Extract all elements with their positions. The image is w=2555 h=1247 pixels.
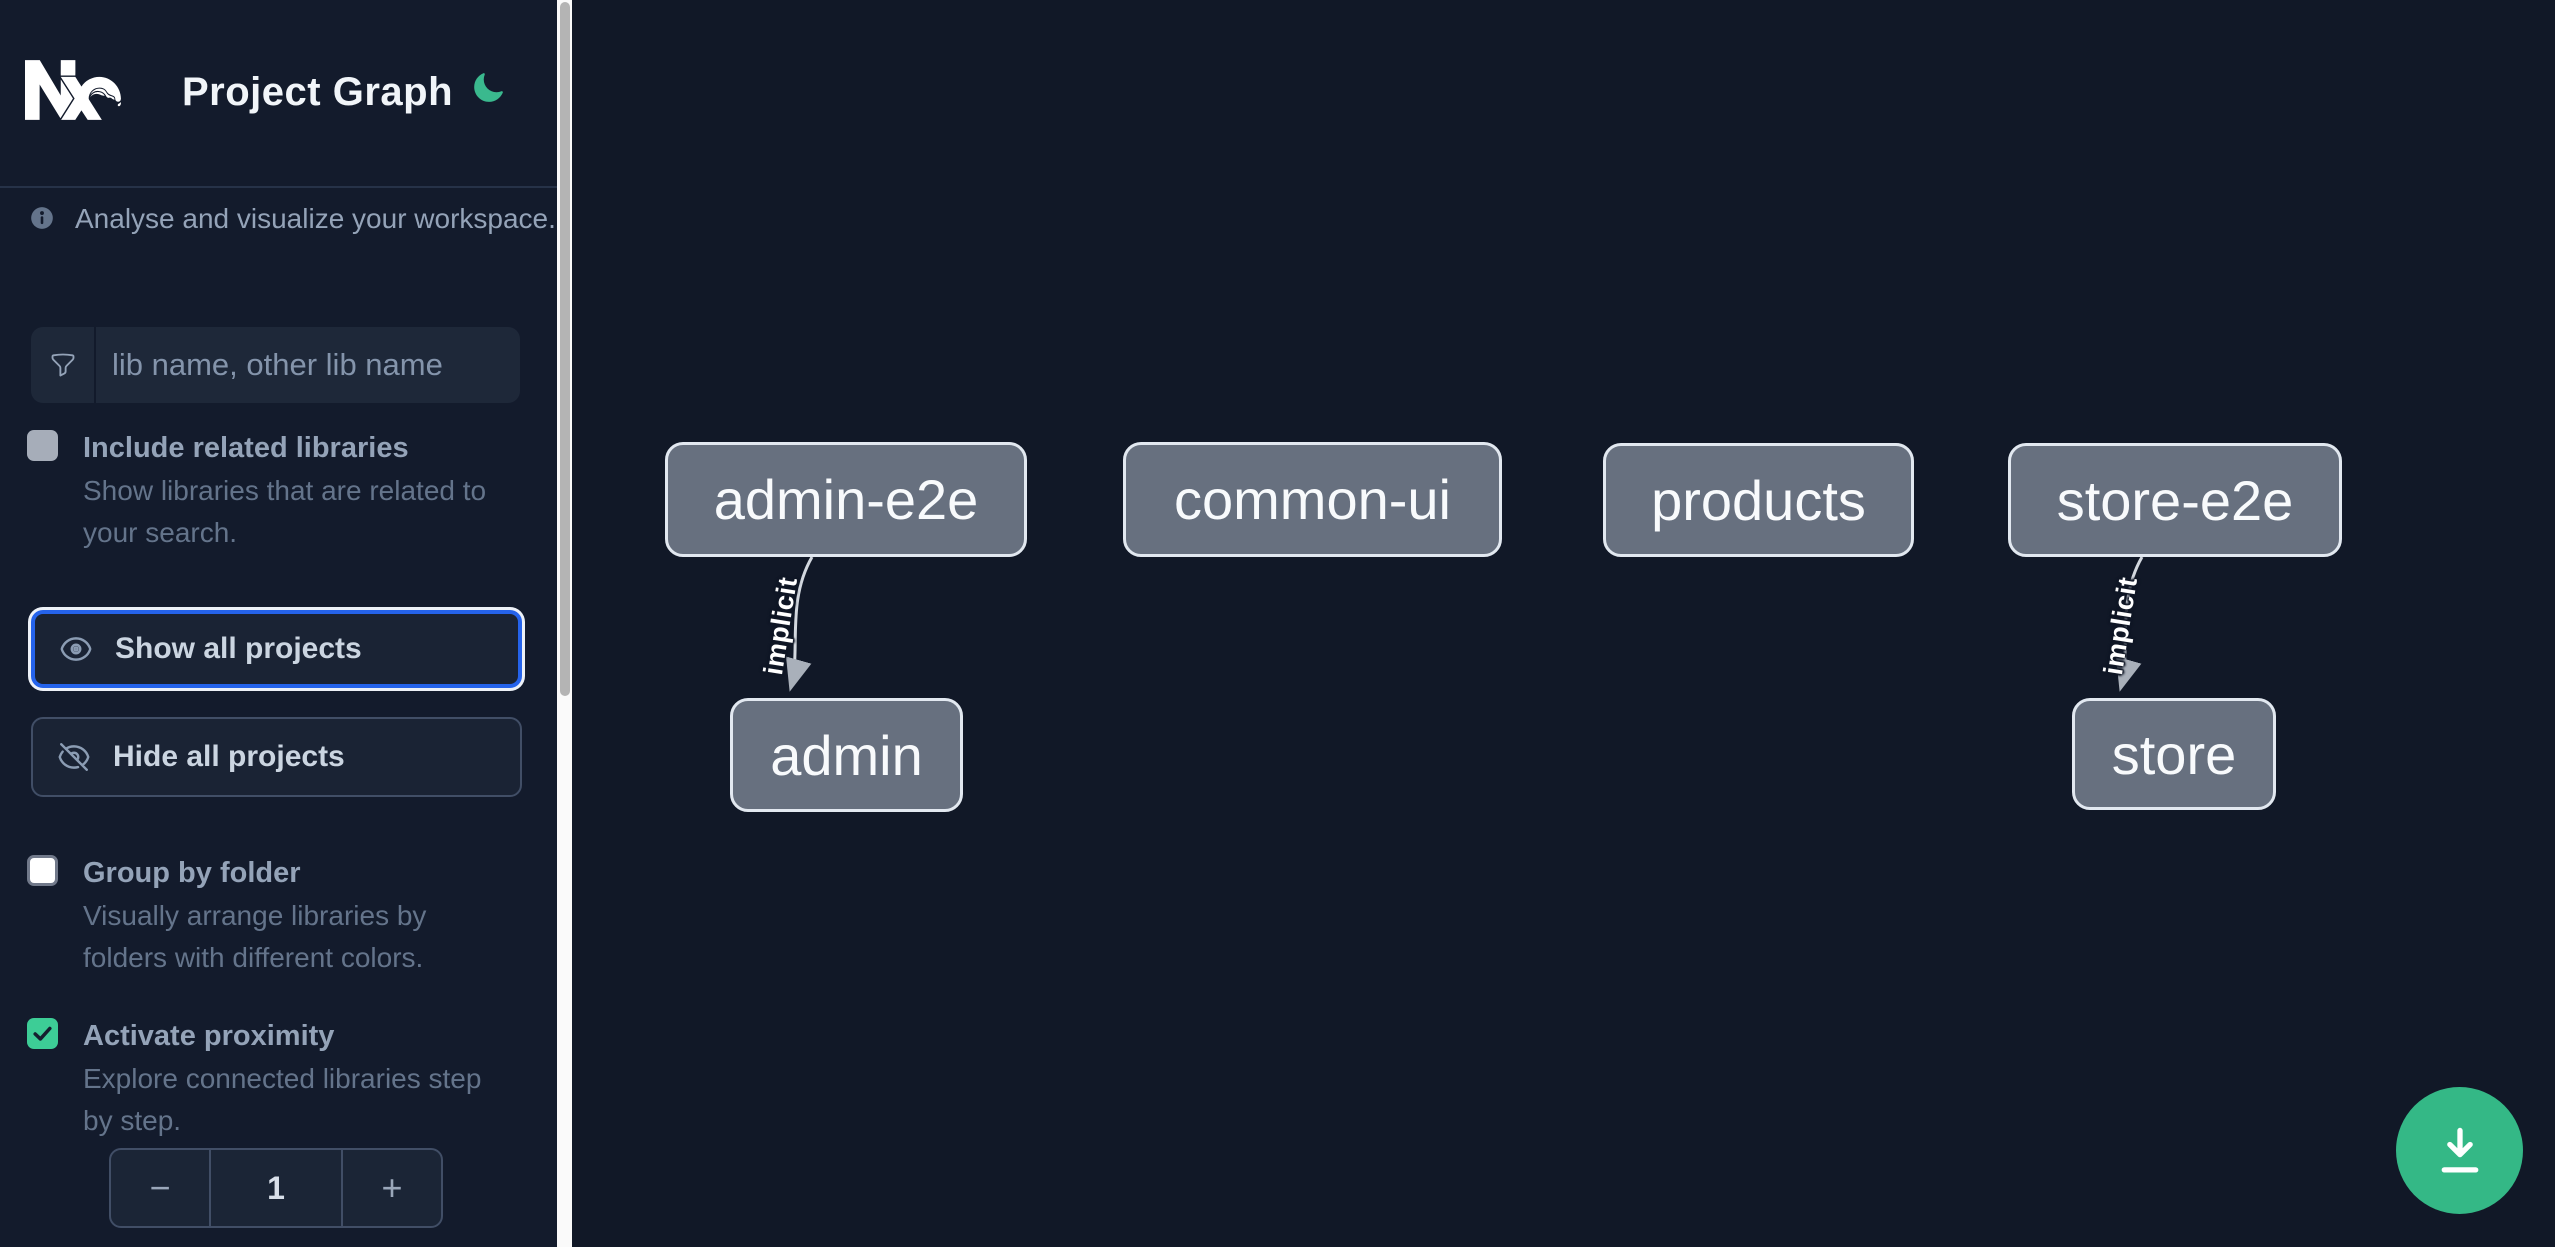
button-label: Hide all projects [113,740,345,773]
project-node-store-e2e[interactable]: store-e2e [2008,443,2342,557]
project-node-admin-e2e[interactable]: admin-e2e [665,442,1027,557]
project-node-products[interactable]: products [1603,443,1914,557]
proximity-depth-stepper: − 1 + [109,1148,443,1228]
option-description: Visually arrange libraries by folders wi… [83,900,427,973]
eye-icon [60,637,92,661]
option-text: Activate proximity Explore connected lib… [83,1016,513,1142]
option-activate-proximity: Activate proximity Explore connected lib… [27,1016,527,1142]
group-by-folder-checkbox[interactable] [27,855,58,886]
option-include-related-libraries: Include related libraries Show libraries… [27,428,527,554]
project-node-store[interactable]: store [2072,698,2276,810]
intro-text: Analyse and visualize your workspace. [75,203,556,234]
sidebar-header: Project Graph [0,0,557,188]
sidebar-scrollbar-track [557,0,572,1247]
project-node-common-ui[interactable]: common-ui [1123,442,1502,557]
option-label: Activate proximity [83,1020,335,1052]
include-related-libraries-checkbox[interactable] [27,430,58,461]
hide-all-projects-button[interactable]: Hide all projects [31,717,522,797]
proximity-depth-value: 1 [209,1150,343,1226]
filter-funnel-icon [51,353,74,377]
decrement-button[interactable]: − [111,1150,209,1226]
option-label: Include related libraries [83,432,409,464]
option-text: Group by folder Visually arrange librari… [83,853,513,979]
sidebar: Project Graph Analyse and visualize your… [0,0,557,1247]
option-group-by-folder: Group by folder Visually arrange librari… [27,853,527,979]
checkmark-icon [33,1026,52,1041]
option-label: Group by folder [83,857,301,889]
sidebar-scrollbar-thumb[interactable] [559,2,570,696]
page-title: Project Graph [182,70,454,114]
info-icon [31,207,53,229]
library-filter-input[interactable] [96,327,520,403]
eye-slash-icon [58,743,90,771]
download-graph-button[interactable] [2396,1087,2523,1214]
show-all-projects-button[interactable]: Show all projects [31,610,522,688]
activate-proximity-checkbox[interactable] [27,1018,58,1049]
moon-icon[interactable] [471,71,505,105]
project-graph-canvas[interactable] [572,0,2555,1247]
option-description: Explore connected libraries step by step… [83,1063,482,1136]
search-box [31,327,520,403]
increment-button[interactable]: + [343,1150,441,1226]
button-label: Show all projects [115,632,362,665]
option-text: Include related libraries Show libraries… [83,428,513,554]
project-node-admin[interactable]: admin [730,698,963,812]
download-icon [2441,1127,2478,1173]
nx-logo [25,60,121,120]
filter-icon-cell [31,327,96,403]
option-description: Show libraries that are related to your … [83,475,487,548]
